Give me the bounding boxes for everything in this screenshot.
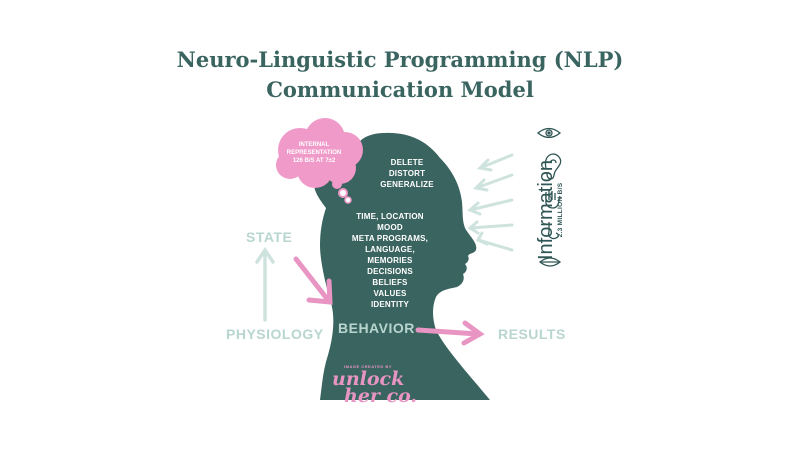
factor-item: DECISIONS — [367, 267, 413, 276]
behavior-to-results-arrow — [415, 320, 485, 346]
hand-icon — [545, 190, 561, 209]
credit-logo-line2: her co. — [344, 385, 418, 407]
info-arrow-4-head — [467, 220, 480, 235]
internal-representation-text: INTERNAL REPRESENTATION 126 B/S AT 7±2 — [274, 141, 354, 165]
head-silhouette — [314, 132, 490, 400]
state-arrow — [255, 246, 275, 322]
cloud-text-line3: 126 B/S AT 7±2 — [292, 158, 336, 164]
factor-item: MEMORIES — [367, 256, 413, 265]
factor-item: TIME, LOCATION — [356, 212, 424, 221]
information-arrows — [467, 153, 514, 252]
credit-caption: IMAGE CREATED BY — [344, 364, 392, 369]
cloud-text-line1: INTERNAL — [298, 142, 330, 148]
info-arrow-3-head — [467, 201, 482, 216]
factor-item: META PROGRAMS, — [351, 234, 429, 243]
filters-list: DELETE DISTORT GENERALIZE — [362, 157, 452, 190]
diagram-title-line1: Neuro-Linguistic Programming (NLP) — [176, 47, 624, 72]
info-arrow-4 — [468, 223, 514, 230]
state-label: STATE — [246, 229, 293, 245]
cloud-text-line2: REPRESENTATION — [286, 150, 342, 156]
info-arrow-2-head — [472, 178, 489, 192]
filter-delete: DELETE — [390, 158, 424, 167]
nose-icon — [547, 222, 559, 240]
factor-item: VALUES — [373, 289, 407, 298]
mouth-icon — [538, 257, 562, 267]
ear-icon — [544, 153, 562, 180]
credit-logo-line1: unlock — [332, 368, 405, 390]
factor-item: BELIEFS — [372, 278, 408, 287]
physiology-label: PHYSIOLOGY — [226, 326, 324, 342]
info-arrow-2 — [474, 173, 514, 190]
thought-cloud — [276, 118, 363, 204]
info-arrow-1 — [478, 153, 514, 170]
diagram-title-line2: Communication Model — [266, 77, 534, 102]
filter-distort: DISTORT — [388, 169, 426, 178]
behavior-label: BEHAVIOR — [338, 320, 415, 336]
info-arrow-5-head — [475, 231, 489, 246]
internal-factors-list: TIME, LOCATION MOOD META PROGRAMS, LANGU… — [342, 211, 438, 310]
factor-item: MOOD — [377, 223, 403, 232]
factor-item: IDENTITY — [370, 300, 410, 309]
information-label-group: Information 2.3 MILLION B/S — [535, 140, 565, 280]
info-arrow-1-head — [476, 158, 493, 172]
filter-generalize: GENERALIZE — [380, 180, 434, 189]
eye-icon — [536, 127, 562, 139]
creator-credit: IMAGE CREATED BY unlock her co. — [318, 364, 418, 407]
information-label: Information — [535, 159, 557, 261]
factor-item: LANGUAGE, — [365, 245, 415, 254]
physiology-to-behavior-arrow — [293, 256, 333, 305]
results-label: RESULTS — [498, 326, 566, 342]
info-arrow-3 — [468, 198, 514, 212]
information-rate: 2.3 MILLION B/S — [557, 182, 564, 238]
